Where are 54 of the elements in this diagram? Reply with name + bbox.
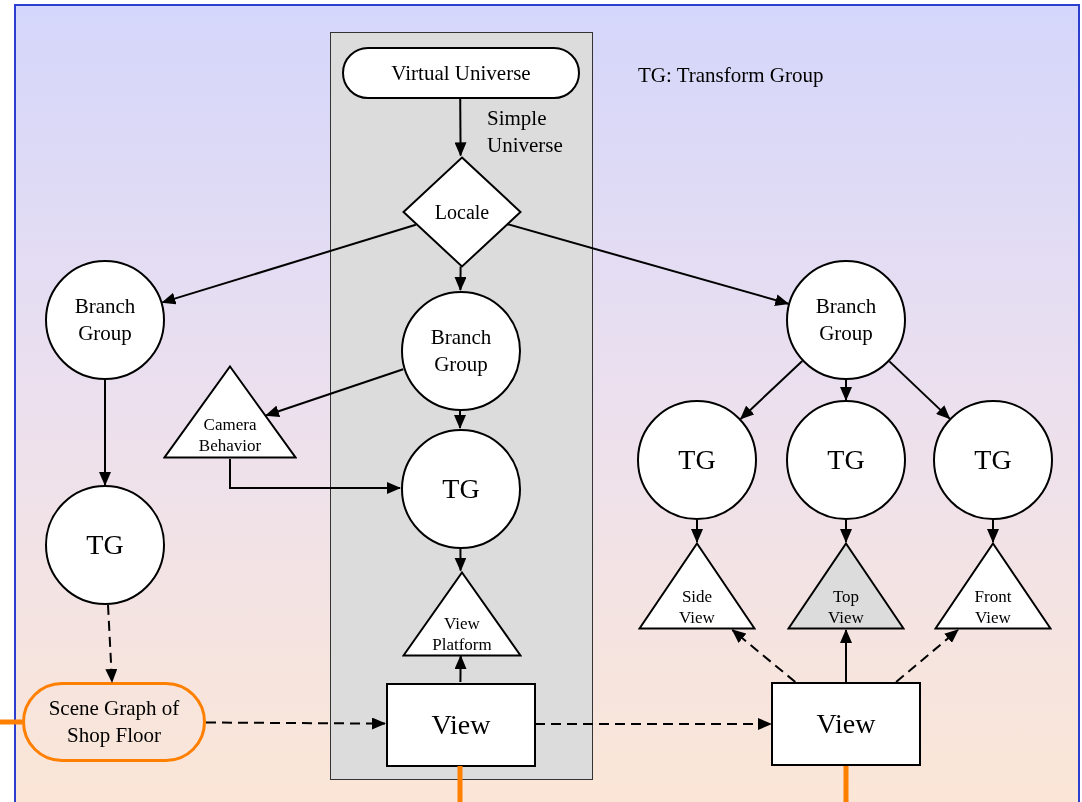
node-label: View Platform (431, 612, 493, 655)
arrow (454, 547, 467, 572)
arrow (739, 360, 804, 420)
node-label: Branch Group (73, 292, 137, 347)
triangle-node (402, 571, 522, 657)
arrow (506, 223, 790, 306)
arrow (534, 718, 772, 730)
node-label: Scene Graph of Shop Floor (47, 694, 181, 749)
arrow (987, 519, 999, 543)
arrow (161, 223, 417, 305)
arrow (840, 379, 852, 401)
arrow (454, 409, 466, 429)
arrow (454, 655, 467, 683)
arrow (99, 379, 111, 486)
arrow (265, 368, 405, 418)
node-label: View (816, 707, 876, 741)
group-panel (330, 32, 593, 780)
node-label: Locale (434, 200, 490, 225)
triangle-node (787, 542, 905, 630)
triangle-node (934, 542, 1052, 630)
node-label: Side View (678, 585, 716, 628)
legend-note: TG: Transform Group (638, 62, 824, 89)
diamond-node (402, 156, 522, 268)
rectangle-node (771, 682, 921, 766)
node-label: Camera Behavior (197, 415, 263, 456)
triangle-node (163, 365, 297, 459)
node-label: Branch Group (814, 292, 878, 347)
node-label: Front View (973, 585, 1013, 628)
arrow (229, 458, 401, 494)
node-label: TG (442, 472, 480, 506)
arrow (888, 360, 951, 420)
node-label: Branch Group (429, 323, 493, 378)
connector-line (843, 766, 849, 802)
node-label: TG (974, 443, 1012, 477)
arrow (895, 629, 959, 683)
arrow (691, 519, 703, 543)
arrow (454, 265, 467, 291)
node-label: Virtual Universe (391, 59, 531, 87)
connector-line (457, 766, 463, 802)
node-label: Simple Universe (487, 105, 564, 160)
node-label: TG (86, 528, 124, 562)
arrow (840, 519, 852, 543)
arrow (105, 603, 118, 683)
rectangle-node (386, 683, 536, 767)
node-label: TG (827, 443, 865, 477)
arrow (454, 97, 467, 157)
arrow (840, 629, 852, 683)
connector-line (0, 719, 22, 725)
arrow (731, 629, 797, 683)
node-label: Top View (827, 585, 865, 628)
node-label: View (431, 708, 491, 742)
node-label: TG (678, 443, 716, 477)
arrow (205, 717, 386, 730)
triangle-node (638, 542, 756, 630)
